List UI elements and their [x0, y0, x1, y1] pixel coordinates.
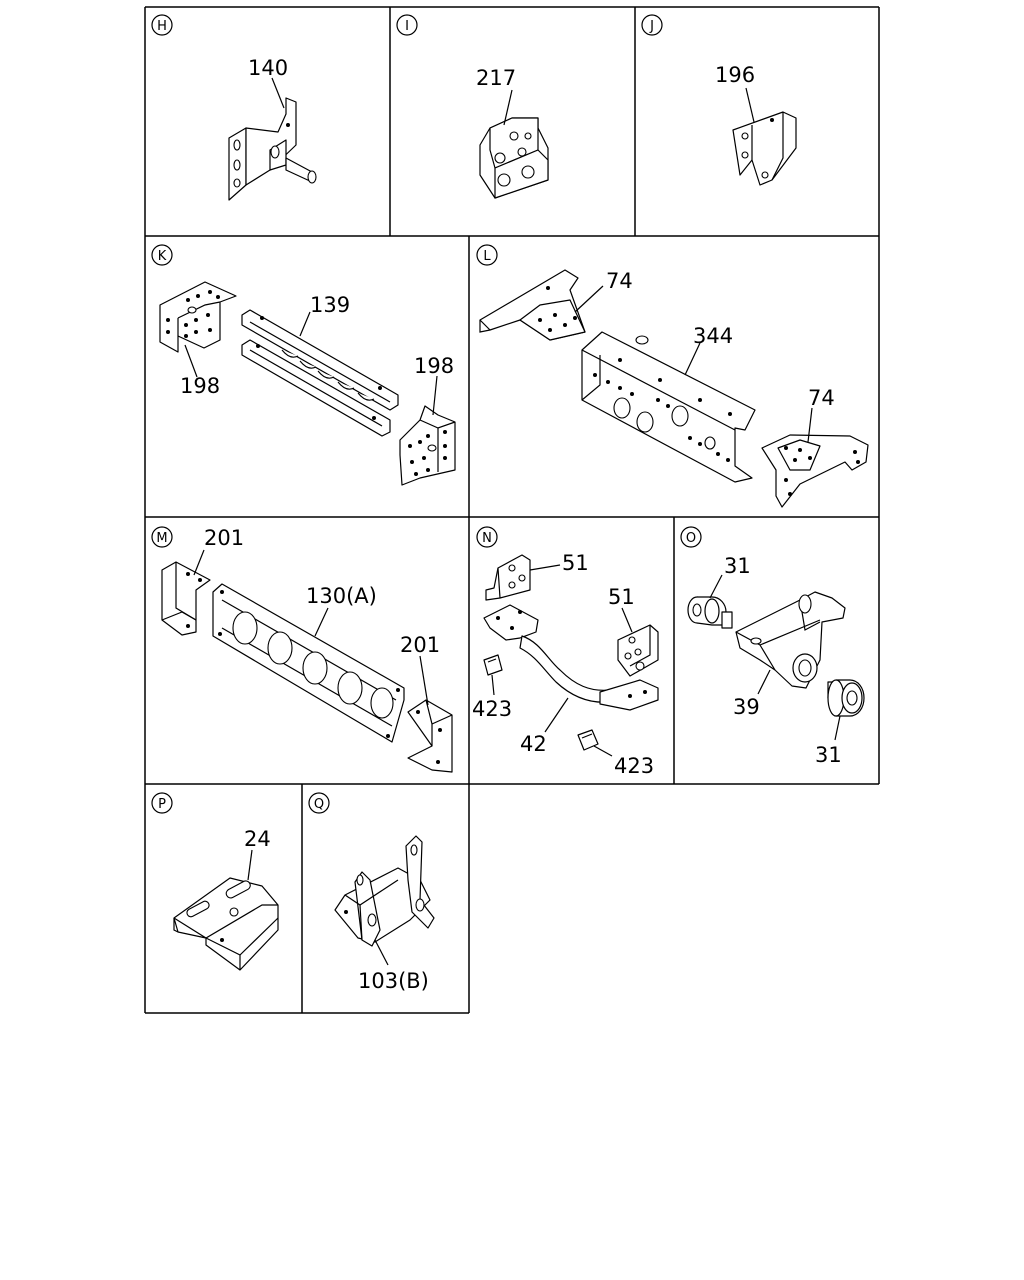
- part-201-right-drawing: [407, 699, 453, 773]
- part-39-leader: [757, 669, 771, 695]
- part-51-right-leader: [621, 607, 633, 633]
- part-130a-drawing: [212, 583, 405, 743]
- panel-n-letter: N: [482, 531, 492, 546]
- part-140-label: 140: [248, 56, 288, 80]
- panel-k-letter: K: [158, 249, 167, 264]
- part-103b-drawing: [334, 835, 435, 947]
- panel-h: H 140: [151, 14, 317, 201]
- part-51-right-label: 51: [608, 585, 635, 609]
- panel-l-letter: L: [483, 249, 491, 264]
- part-31-lower-leader: [834, 715, 841, 741]
- part-201-left-leader: [193, 549, 205, 576]
- part-74-upper-label: 74: [606, 269, 633, 293]
- part-31-lower-label: 31: [815, 743, 842, 767]
- part-74-lower-leader: [807, 407, 813, 443]
- panel-q: Q 103(B): [308, 792, 435, 993]
- part-198-right-leader: [432, 375, 438, 416]
- part-42-label: 42: [520, 732, 547, 756]
- part-423-lower-leader: [593, 745, 613, 757]
- part-130a-leader: [314, 607, 329, 637]
- panel-l-badge: [476, 244, 498, 266]
- part-201-left-drawing: [161, 561, 211, 636]
- panel-i-letter: I: [405, 19, 409, 34]
- part-201-right-label: 201: [400, 633, 440, 657]
- panel-p: P 24: [151, 792, 279, 971]
- part-24-label: 24: [244, 827, 271, 851]
- panel-n: N: [472, 526, 659, 778]
- panel-k-badge: [151, 244, 173, 266]
- part-42-leader: [544, 697, 569, 733]
- part-198-right-drawing: [399, 405, 456, 486]
- part-31-upper-label: 31: [724, 554, 751, 578]
- part-423-upper-drawing: [483, 654, 503, 676]
- panel-o-badge: [680, 526, 702, 548]
- part-140-drawing: [228, 97, 317, 201]
- part-31-lower-drawing: [827, 679, 865, 717]
- part-103b-label: 103(B): [358, 969, 429, 993]
- panel-h-letter: H: [157, 19, 167, 34]
- part-423-lower-drawing: [577, 729, 599, 751]
- part-51-upper-label: 51: [562, 551, 589, 575]
- part-423-lower-label: 423: [614, 754, 654, 778]
- part-74-upper-leader: [574, 285, 604, 313]
- panel-n-badge: [476, 526, 498, 548]
- part-198-right-label: 198: [414, 354, 454, 378]
- part-140-leader: [271, 77, 285, 109]
- part-42-drawing: [483, 604, 659, 711]
- panel-m: M 201: [151, 526, 453, 773]
- part-344-leader: [684, 342, 701, 376]
- panel-grid: [144, 6, 880, 1014]
- part-423-upper-leader: [491, 674, 495, 696]
- panel-i-badge: [396, 14, 418, 36]
- part-51-right-drawing: [617, 624, 659, 677]
- part-201-right-leader: [419, 655, 429, 706]
- part-139-drawing: [241, 309, 399, 437]
- part-24-leader: [247, 849, 253, 881]
- part-196-drawing: [732, 111, 797, 186]
- part-39-label: 39: [733, 695, 760, 719]
- part-198-left-drawing: [159, 281, 237, 353]
- part-198-left-label: 198: [180, 374, 220, 398]
- part-74-lower-drawing: [761, 434, 869, 508]
- part-139-leader: [299, 311, 311, 337]
- part-39-drawing: [735, 591, 846, 689]
- part-198-left-leader: [184, 344, 198, 378]
- panel-p-letter: P: [158, 797, 166, 812]
- panel-h-badge: [151, 14, 173, 36]
- panel-j-badge: [641, 14, 663, 36]
- panel-q-letter: Q: [314, 797, 324, 812]
- part-217-label: 217: [476, 66, 516, 90]
- part-217-leader: [503, 89, 513, 126]
- panel-o-letter: O: [686, 531, 696, 546]
- part-139-label: 139: [310, 293, 350, 317]
- panel-p-badge: [151, 792, 173, 814]
- part-31-upper-leader: [709, 574, 723, 599]
- part-51-upper-drawing: [485, 554, 531, 601]
- part-31-upper-drawing: [687, 596, 733, 629]
- panel-i: I 217: [396, 14, 549, 199]
- part-344-label: 344: [693, 324, 733, 348]
- part-130a-label: 130(A): [306, 584, 377, 608]
- panel-m-letter: M: [156, 531, 167, 546]
- part-196-leader: [745, 87, 755, 123]
- part-217-drawing: [479, 117, 549, 199]
- panel-j: J 196: [641, 14, 797, 186]
- panel-l: L: [476, 244, 869, 508]
- panel-o: O 31 39: [680, 526, 865, 767]
- panel-m-badge: [151, 526, 173, 548]
- part-103b-leader: [374, 939, 389, 966]
- part-51-upper-leader: [529, 564, 561, 571]
- part-196-label: 196: [715, 63, 755, 87]
- part-24-drawing: [173, 877, 279, 971]
- part-344-drawing: [581, 331, 756, 483]
- panel-k: K: [151, 244, 456, 486]
- part-74-upper-drawing: [479, 269, 586, 341]
- panel-j-letter: J: [649, 19, 654, 34]
- panel-q-badge: [308, 792, 330, 814]
- part-74-lower-label: 74: [808, 386, 835, 410]
- part-423-upper-label: 423: [472, 697, 512, 721]
- part-201-left-label: 201: [204, 526, 244, 550]
